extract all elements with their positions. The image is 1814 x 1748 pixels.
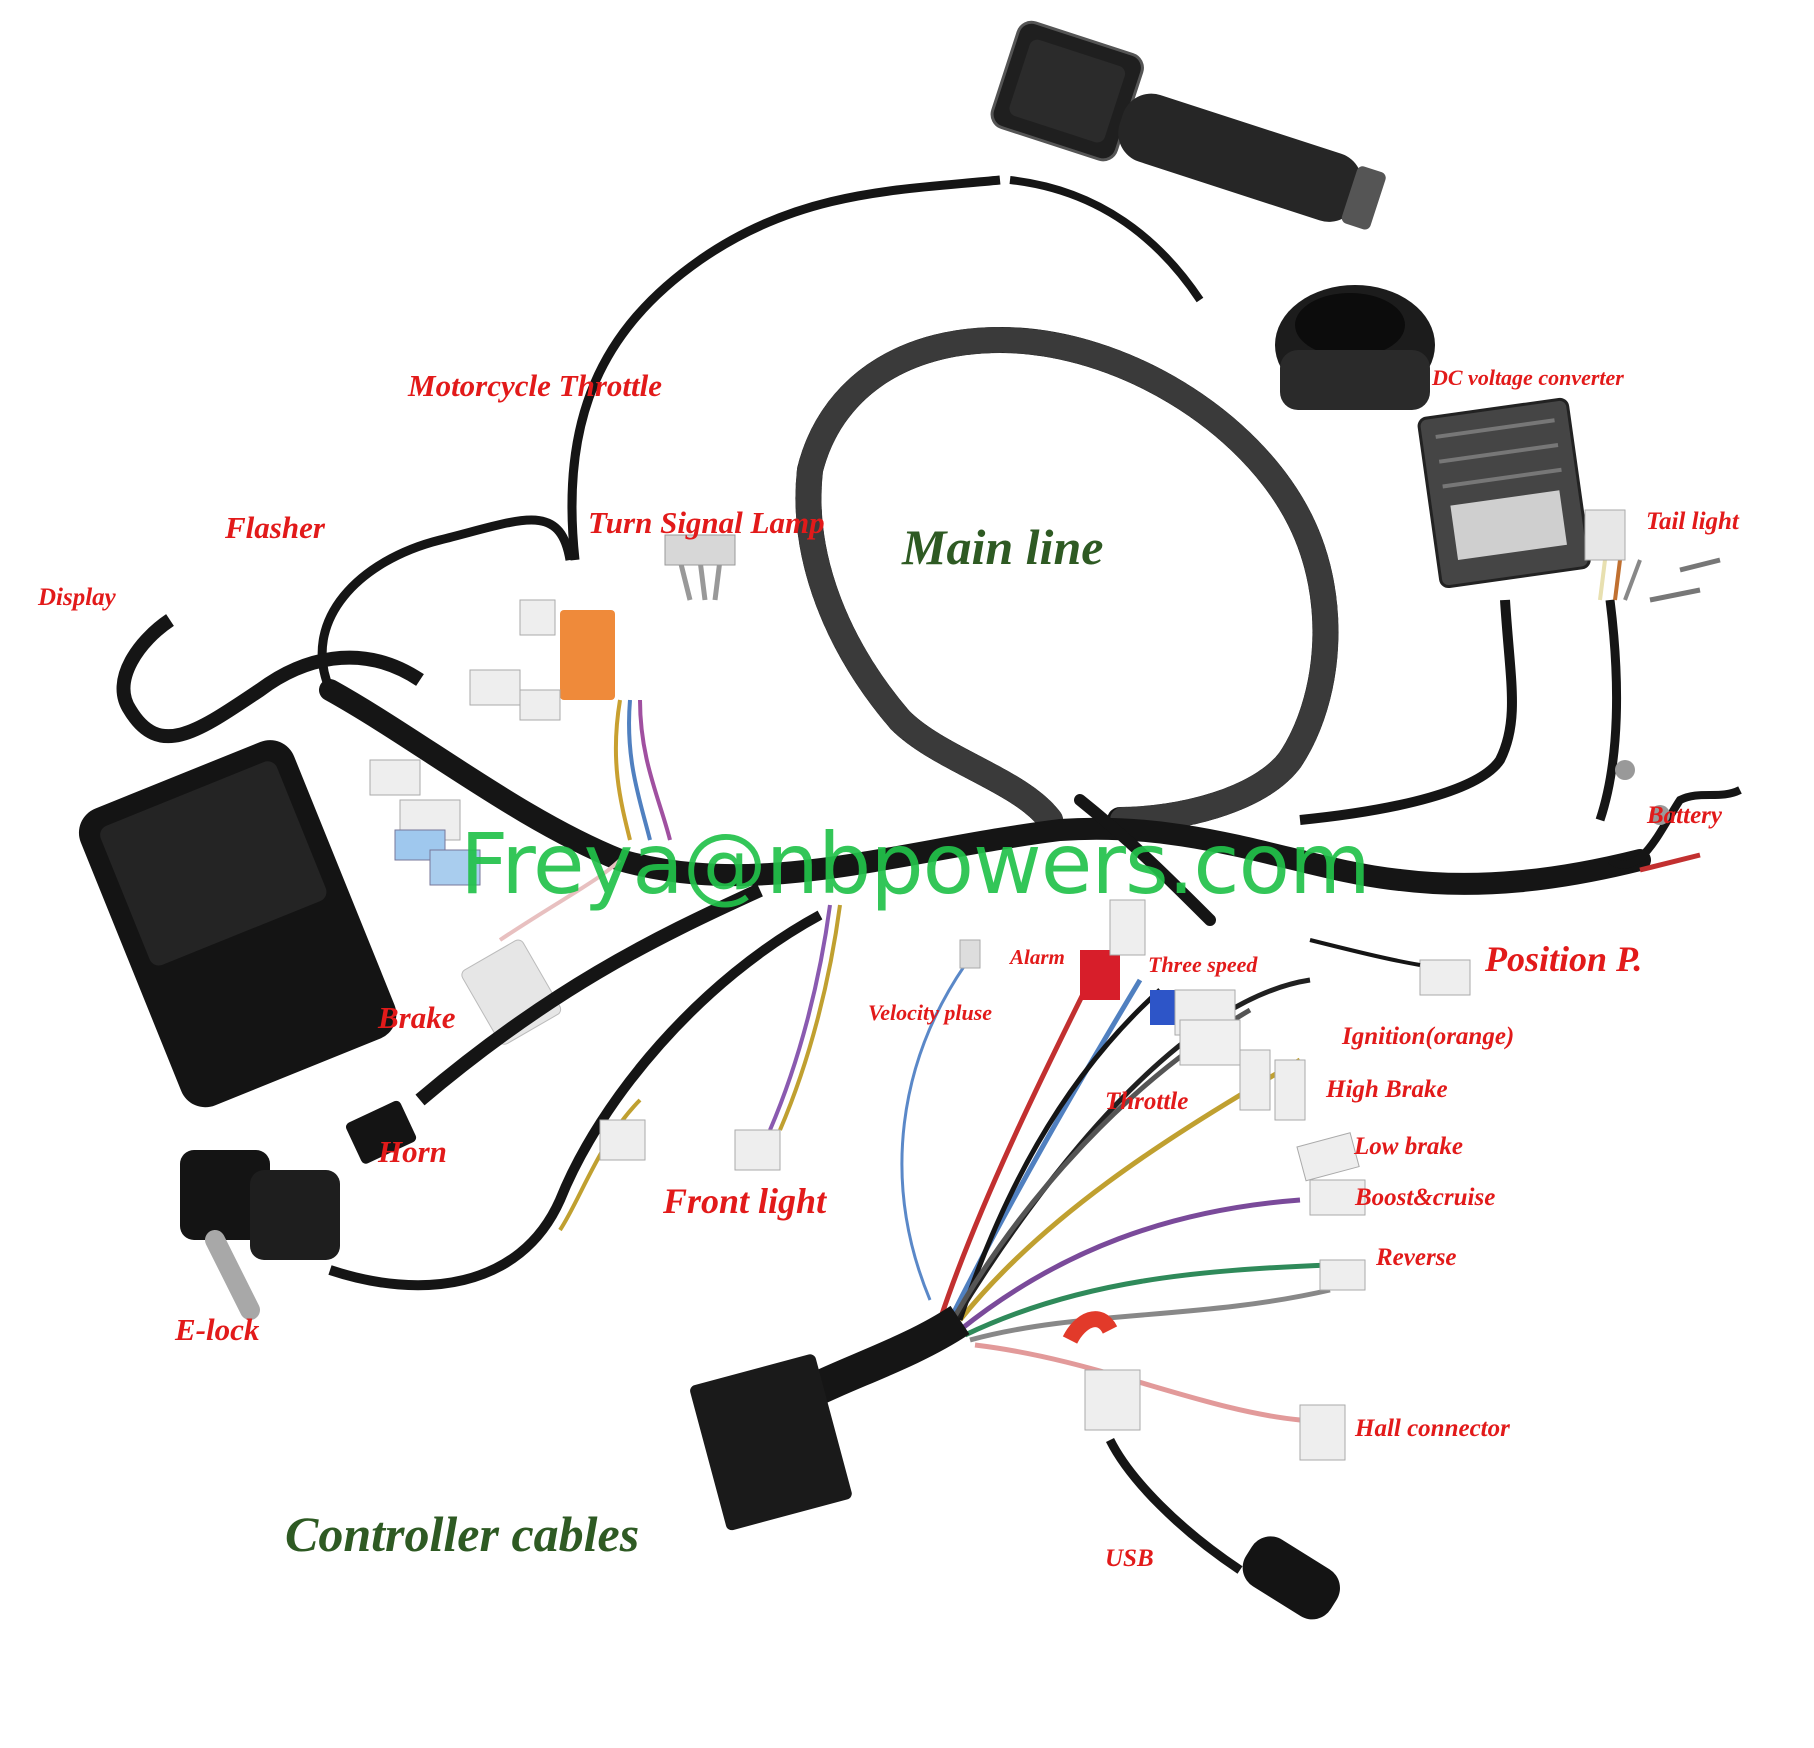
label-front-light: Front light xyxy=(663,1181,827,1221)
label-display: Display xyxy=(38,584,116,611)
tail-light-wires xyxy=(1584,509,1721,822)
bundle-connectors xyxy=(1062,899,1471,1461)
label-ignition: Ignition(orange) xyxy=(1342,1023,1515,1050)
controller-plug xyxy=(690,1305,970,1531)
battery-wire xyxy=(1607,760,1742,873)
horn-cable xyxy=(346,883,763,1164)
label-high-brake: High Brake xyxy=(1326,1076,1448,1103)
label-e-lock: E-lock xyxy=(175,1312,260,1347)
label-dc-voltage-converter: DC voltage converter xyxy=(1432,365,1624,390)
label-velocity-pluse: Velocity pluse xyxy=(868,1000,993,1025)
display-unit xyxy=(78,614,424,1108)
left-connectors xyxy=(369,534,736,886)
label-turn-signal-lamp: Turn Signal Lamp xyxy=(588,505,825,540)
label-tail-light: Tail light xyxy=(1646,508,1739,535)
watermark-text: Freya@nbpowers.com xyxy=(460,815,1371,913)
label-reverse: Reverse xyxy=(1376,1244,1457,1271)
label-throttle: Throttle xyxy=(1105,1088,1189,1115)
label-controller-cables: Controller cables xyxy=(285,1506,640,1562)
e-lock-assembly xyxy=(180,910,823,1320)
label-battery: Battery xyxy=(1647,802,1722,829)
front-light-wires xyxy=(734,904,981,1301)
label-hall-connector: Hall connector xyxy=(1355,1415,1510,1442)
label-motorcycle-throttle: Motorcycle Throttle xyxy=(408,368,662,403)
label-boost-cruise: Boost&cruise xyxy=(1355,1184,1496,1211)
usb-cable xyxy=(1084,1369,1340,1620)
main-line-loop xyxy=(795,326,1339,833)
label-position-p: Position P. xyxy=(1485,939,1643,979)
label-usb: USB xyxy=(1105,1545,1154,1572)
controller-cable-bundle xyxy=(937,958,1331,1423)
label-flasher: Flasher xyxy=(225,510,325,545)
label-brake: Brake xyxy=(378,1000,456,1035)
label-three-speed: Three speed xyxy=(1148,952,1258,977)
label-alarm: Alarm xyxy=(1010,945,1065,969)
label-low-brake: Low brake xyxy=(1354,1133,1464,1160)
motorcycle-throttle-grip xyxy=(317,20,1386,692)
grip-cap xyxy=(1275,285,1435,410)
label-horn: Horn xyxy=(378,1134,447,1169)
label-main-line: Main line xyxy=(902,519,1104,575)
main-trunk-cable xyxy=(319,679,1651,926)
dc-converter-box xyxy=(1299,397,1591,825)
